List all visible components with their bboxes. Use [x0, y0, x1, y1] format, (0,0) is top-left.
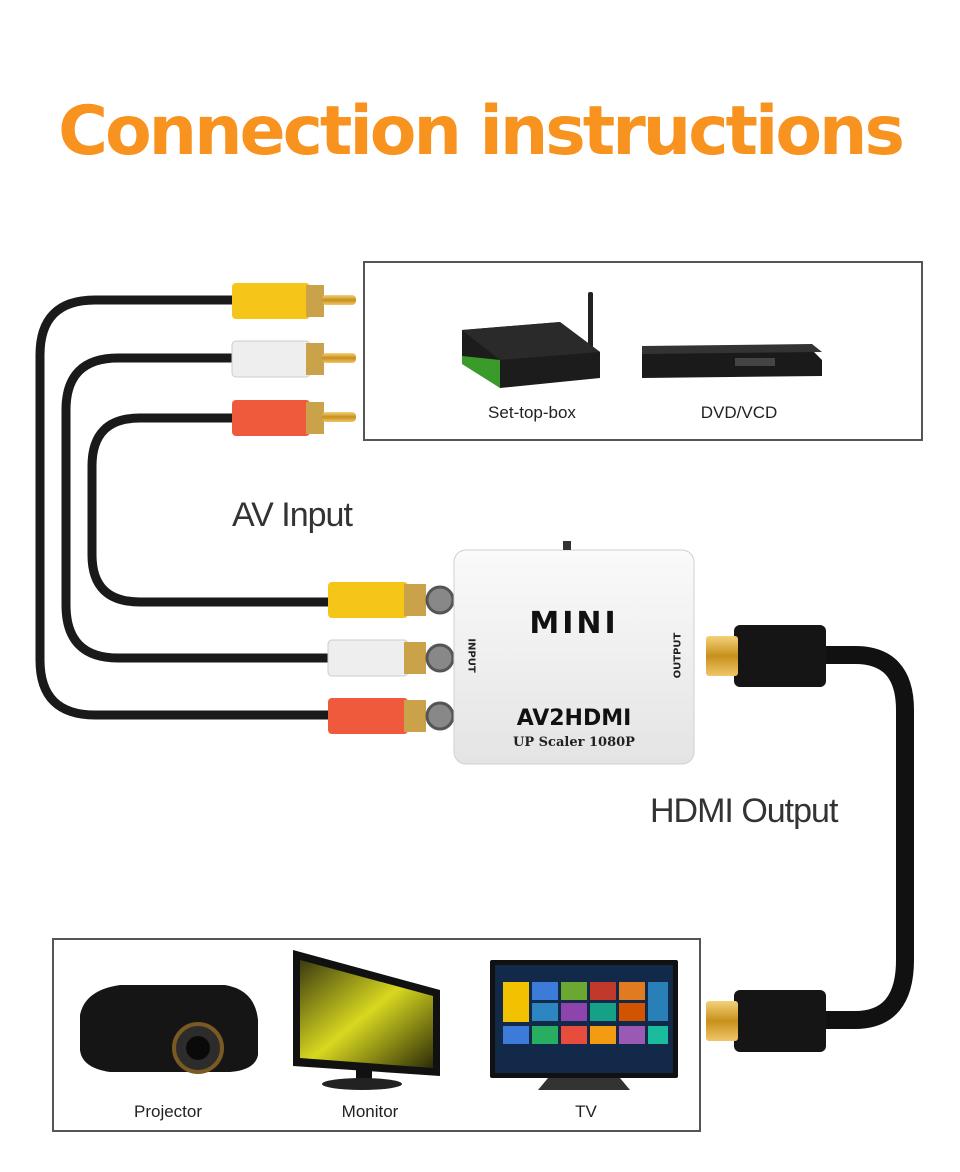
set-top-box-label: Set-top-box: [488, 403, 576, 422]
av-input-label: AV Input: [232, 496, 353, 534]
page-title: Connection instructions: [58, 92, 905, 171]
monitor-label: Monitor: [341, 1102, 399, 1121]
hdmi-plug-top: [706, 625, 826, 687]
hdmi-output-label: HDMI Output: [650, 792, 838, 830]
tv-label: TV: [575, 1102, 597, 1121]
rca-plug-red-input: [328, 698, 455, 734]
converter-brand: MINI: [529, 606, 619, 641]
rca-plug-red-top: [232, 400, 356, 436]
yellow-rca-cable: [87, 413, 335, 607]
dvd-vcd-label: DVD/VCD: [700, 403, 778, 422]
rca-cables: [35, 295, 335, 720]
dvd-player-icon: [642, 344, 822, 378]
display-devices-panel: [52, 938, 701, 1132]
hdmi-cable: [811, 646, 914, 1029]
projector-label: Projector: [133, 1102, 203, 1121]
rca-plug-yellow-input: [328, 582, 455, 618]
hdmi-plug-bottom: [706, 990, 826, 1052]
projector-icon: [80, 985, 258, 1074]
rca-plug-yellow-top: [232, 283, 356, 319]
monitor-icon: [293, 950, 440, 1090]
converter-output-label: OUTPUT: [672, 632, 684, 679]
av2hdmi-converter: [453, 541, 695, 765]
white-rca-cable: [61, 353, 335, 663]
red-rca-cable: [35, 295, 335, 720]
rca-plug-white-top: [231, 340, 356, 378]
converter-subtitle: UP Scaler 1080P: [513, 735, 635, 750]
source-devices-panel: [363, 261, 923, 441]
converter-input-label: INPUT: [465, 638, 477, 673]
set-top-box-icon: [462, 292, 600, 388]
converter-model: AV2HDMI: [516, 706, 632, 731]
tv-icon: [490, 960, 678, 1090]
rca-plug-white-input: [327, 639, 455, 677]
